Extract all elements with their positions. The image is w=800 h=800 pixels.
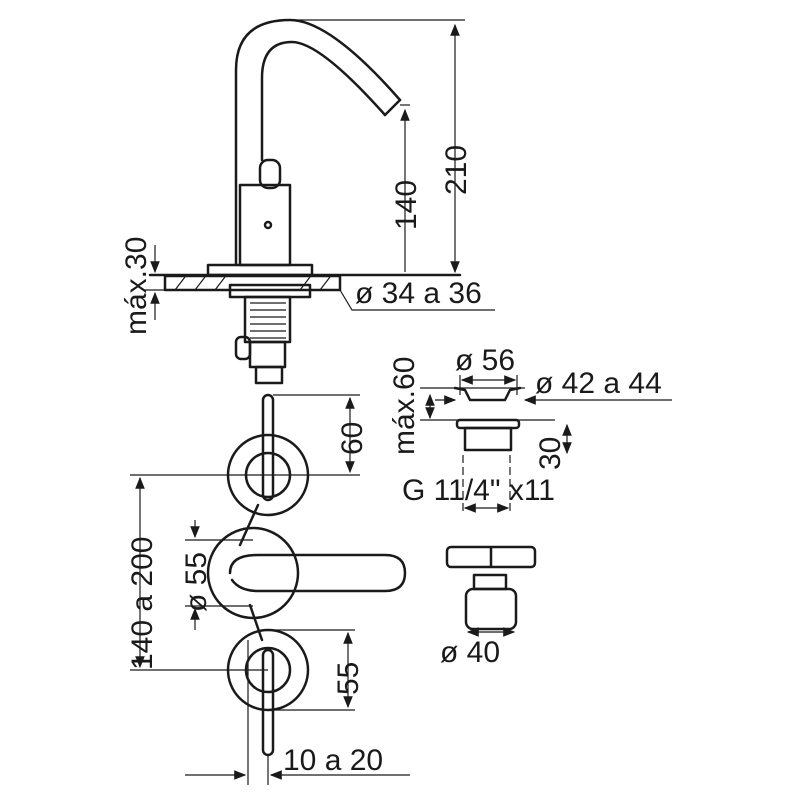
drain-thread-label: G 11/4" x11	[402, 474, 555, 507]
spout-faucet	[148, 18, 462, 385]
lever-height-label: 55	[332, 662, 365, 695]
drain-hole-label: ø 42 a 44	[535, 367, 662, 400]
wall-mount-dimensions: 60 140 a 200 ø 55 55 10 a 20	[126, 394, 410, 785]
lever-offset-label: 10 a 20	[283, 744, 383, 777]
outlet-height-label: 140	[390, 180, 423, 230]
handle-spacing-label: 140 a 200	[126, 537, 159, 670]
drain-diameter-label: ø 56	[455, 344, 515, 377]
spout-height-label: 210	[440, 145, 473, 195]
handle-height-label: 60	[336, 422, 369, 455]
cap-diameter-label: ø 40	[440, 636, 500, 669]
drain-max-label: máx.60	[388, 357, 421, 455]
hole-diameter-label: ø 34 a 36	[355, 277, 482, 310]
handle-cap: ø 40	[440, 545, 537, 669]
drain-depth-label: 30	[534, 437, 567, 470]
spout-dimensions: 210 140 máx.30 ø 34 a 36	[120, 19, 495, 335]
drain: ø 56 ø 42 a 44 máx.60 30 G 11/4" x11	[388, 344, 672, 513]
max-counter-label: máx.30	[120, 237, 153, 335]
wall-mount-set	[206, 393, 407, 757]
spout-base-diameter-label: ø 55	[180, 552, 213, 612]
